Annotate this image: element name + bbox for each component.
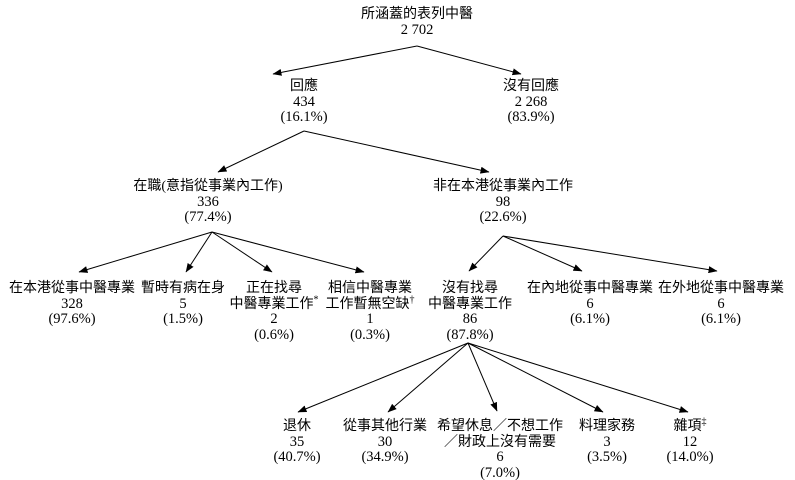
edge-employed-to-sick: [185, 231, 213, 273]
node-no-vacancy-pct: (0.3%): [350, 326, 390, 343]
node-misc-label: 雜項‡: [666, 416, 713, 435]
node-mainland: 在內地從事中醫專業 6 (6.1%): [527, 281, 653, 328]
node-respond-label: 回應: [290, 79, 318, 94]
node-seeking-value: 2: [270, 311, 278, 327]
edge-root-to-respond: [272, 45, 418, 76]
node-retired-value: 35: [289, 433, 305, 450]
node-not-seeking-value: 86: [462, 311, 478, 327]
node-sick-value: 5: [179, 295, 187, 312]
node-no-respond-label: 沒有回應: [503, 79, 559, 94]
node-mainland-label: 在內地從事中醫專業: [527, 281, 653, 296]
node-misc-value: 12: [682, 433, 698, 450]
node-housework: 料理家務 3 (3.5%): [579, 419, 635, 466]
node-seeking-footnote-mark: *: [313, 293, 319, 305]
node-hk-practice-value: 328: [61, 295, 83, 312]
node-retired-label: 退休: [283, 419, 311, 434]
edge-respond-to-not-in-hk: [303, 130, 490, 174]
node-seeking-label-line1: 正在找尋: [246, 281, 302, 296]
node-misc-footnote-mark: ‡: [701, 416, 707, 428]
node-rest-value: 6: [496, 449, 504, 465]
node-retired: 退休 35 (40.7%): [273, 419, 320, 466]
edge-root-to-no-respond: [416, 45, 522, 76]
node-employed-label: 在職(意指從事業內工作): [133, 179, 283, 194]
node-not-in-hk-value: 98: [495, 193, 511, 210]
node-employed-value: 336: [197, 193, 219, 210]
node-other-industry: 從事其他行業 30 (34.9%): [343, 419, 427, 466]
node-not-in-hk-label: 非在本港從事業內工作: [433, 179, 573, 194]
node-not-seeking-label-line1: 沒有找尋: [442, 281, 498, 296]
node-no-respond-pct: (83.9%): [507, 109, 555, 125]
node-rest: 希望休息／不想工作 ／財政上沒有需要 6 (7.0%): [437, 419, 563, 480]
node-other-industry-label: 從事其他行業: [343, 419, 427, 434]
node-other-industry-pct: (34.9%): [361, 449, 409, 465]
edge-not-seeking-to-rest: [467, 342, 498, 412]
edge-not-in-hk-to-not-seeking: [468, 235, 504, 272]
node-misc: 雜項‡ 12 (14.0%): [666, 416, 714, 466]
edge-not-in-hk-to-mainland: [502, 235, 583, 272]
node-seeking-pct: (0.6%): [254, 326, 294, 343]
node-not-seeking-label-line2: 中醫專業工作: [428, 296, 512, 312]
edge-employed-to-seeking: [211, 231, 273, 273]
node-misc-pct: (14.0%): [666, 449, 714, 465]
edge-not-seeking-to-misc: [467, 342, 689, 413]
node-seeking-label-text: 中醫專業工作: [229, 296, 314, 312]
node-hk-practice-pct: (97.6%): [48, 311, 96, 327]
node-no-vacancy-label-text: 工作暫無空缺: [325, 296, 410, 312]
node-seeking-label-line2: 中醫專業工作*: [229, 293, 319, 313]
node-not-in-hk: 非在本港從事業內工作 98 (22.6%): [433, 179, 573, 226]
node-no-vacancy-footnote-mark: †: [409, 293, 415, 305]
node-overseas-label: 在外地從事中醫專業: [658, 281, 784, 296]
node-mainland-value: 6: [586, 295, 594, 312]
node-hk-practice: 在本港從事中醫專業 328 (97.6%): [9, 281, 135, 328]
node-root-label: 所涵蓋的表列中醫: [361, 7, 473, 22]
node-sick: 暫時有病在身 5 (1.5%): [141, 281, 225, 328]
node-not-in-hk-pct: (22.6%): [479, 209, 527, 225]
node-no-vacancy-label-line2: 工作暫無空缺†: [325, 293, 415, 313]
node-other-industry-value: 30: [377, 433, 393, 450]
node-overseas: 在外地從事中醫專業 6 (6.1%): [658, 281, 784, 328]
node-housework-value: 3: [603, 433, 611, 450]
node-rest-label-line2: ／財政上沒有需要: [444, 434, 556, 450]
node-rest-label-line1: 希望休息／不想工作: [437, 419, 563, 434]
edge-employed-to-no-vacancy: [211, 231, 365, 274]
node-retired-pct: (40.7%): [273, 449, 321, 465]
node-not-seeking: 沒有找尋 中醫專業工作 86 (87.8%): [428, 281, 512, 343]
node-no-vacancy-label-line1: 相信中醫專業: [328, 281, 412, 296]
edge-respond-to-employed: [217, 130, 305, 173]
node-not-seeking-pct: (87.8%): [446, 326, 494, 343]
node-overseas-value: 6: [717, 295, 725, 312]
node-mainland-pct: (6.1%): [570, 311, 610, 327]
node-misc-label-text: 雜項: [673, 419, 702, 434]
node-sick-pct: (1.5%): [163, 311, 203, 327]
node-employed: 在職(意指從事業內工作) 336 (77.4%): [133, 179, 282, 226]
edge-not-seeking-to-other-industry: [387, 342, 469, 413]
edge-not-in-hk-to-overseas: [502, 235, 718, 274]
node-housework-label: 料理家務: [579, 419, 635, 434]
node-no-respond-value: 2 268: [514, 93, 548, 110]
node-root: 所涵蓋的表列中醫 2 702: [361, 7, 473, 38]
node-seeking: 正在找尋 中醫專業工作* 2 (0.6%): [230, 281, 319, 343]
node-respond-pct: (16.1%): [280, 109, 328, 125]
node-respond-value: 434: [293, 93, 315, 110]
node-root-value: 2 702: [400, 21, 434, 38]
edge-not-seeking-to-housework: [467, 342, 604, 413]
node-no-vacancy-value: 1: [366, 311, 374, 327]
node-no-vacancy: 相信中醫專業 工作暫無空缺† 1 (0.3%): [326, 281, 415, 343]
edge-employed-to-hk-practice: [78, 231, 213, 273]
node-sick-label: 暫時有病在身: [141, 281, 225, 296]
node-employed-pct: (77.4%): [184, 209, 232, 225]
node-no-respond: 沒有回應 2 268 (83.9%): [503, 79, 559, 126]
edge-not-seeking-to-retired: [297, 342, 469, 413]
node-rest-pct: (7.0%): [480, 464, 520, 480]
node-hk-practice-label: 在本港從事中醫專業: [9, 281, 135, 296]
node-overseas-pct: (6.1%): [701, 311, 741, 327]
node-respond: 回應 434 (16.1%): [280, 79, 327, 126]
node-housework-pct: (3.5%): [587, 449, 627, 465]
